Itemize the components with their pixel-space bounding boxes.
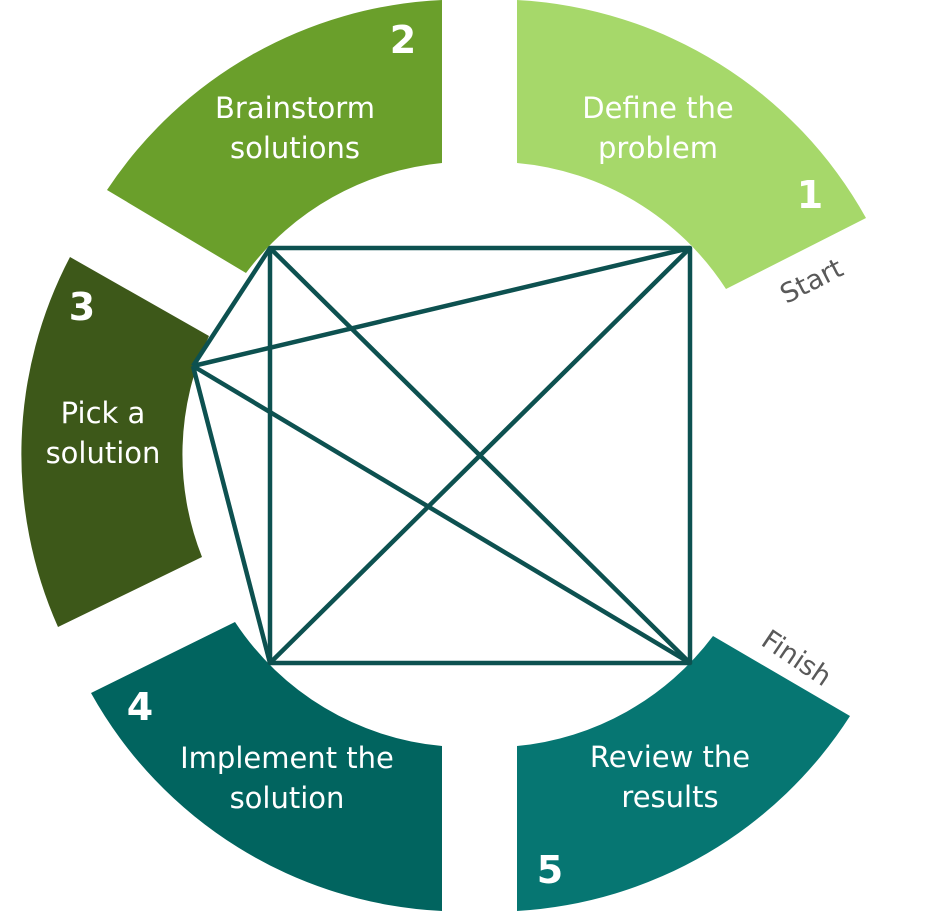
- start-label: Start: [775, 253, 848, 311]
- step-3-label-line1: Pick a: [61, 396, 146, 430]
- step-4-label-line2: solution: [230, 781, 345, 815]
- step-1-number: 1: [797, 173, 823, 217]
- segment-review-the-results: [517, 636, 850, 911]
- segment-pick-a-solution: [21, 257, 210, 627]
- link-step3-step2: [191, 246, 272, 368]
- link-step3-step5: [191, 364, 692, 665]
- step-3-label-line2: solution: [46, 436, 161, 470]
- segment-define-the-problem: [517, 0, 866, 289]
- step-3-number: 3: [69, 285, 95, 329]
- link-step3-step4: [190, 365, 273, 664]
- step-5-label-line2: results: [621, 780, 718, 814]
- step-2-number: 2: [390, 18, 416, 62]
- step-5-number: 5: [537, 848, 563, 892]
- segment-implement-the-solution: [91, 622, 442, 911]
- step-4-label-line1: Implement the: [180, 741, 394, 775]
- connection-lines: [190, 245, 693, 666]
- step-2-label-line1: Brainstorm: [215, 91, 375, 125]
- step-5-label-line1: Review the: [590, 740, 750, 774]
- diagonal-line-b: [268, 246, 692, 665]
- segment-brainstorm-solutions: [107, 0, 442, 273]
- step-4-number: 4: [127, 685, 153, 729]
- step-2-label-line2: solutions: [230, 131, 360, 165]
- step-1-label-line2: problem: [598, 131, 718, 165]
- step-1-label-line1: Define the: [582, 91, 733, 125]
- link-step3-step1: [192, 245, 691, 369]
